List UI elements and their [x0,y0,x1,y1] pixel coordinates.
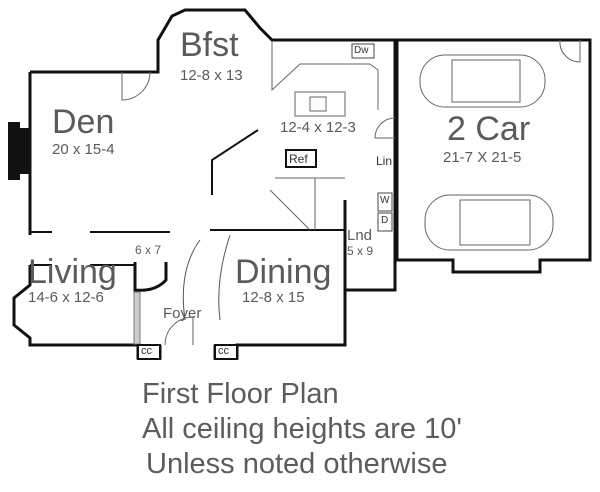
fireplace-hearth [20,128,30,174]
lin-label: Lin [376,154,393,168]
room-name-den: Den [52,103,115,141]
garage-walls [395,38,592,274]
stairs [269,177,345,231]
dw-label: Dw [354,45,369,56]
living-hatched-wall [133,291,141,345]
room-size-dining: 12-8 x 15 [242,289,305,306]
range [309,96,327,112]
car-bottom-roof [459,199,531,246]
island [294,91,346,117]
dryer-box [377,212,393,232]
room-name-living: Living [28,253,117,291]
fireplace [8,122,20,180]
front-door-swing [164,316,194,346]
dw-box [351,43,375,59]
kitchen-door-swing [374,117,396,139]
car-top-roof [451,59,521,103]
caption-title: First Floor Plan [142,378,339,410]
washer-box [377,192,393,212]
laundry-walls [345,40,397,292]
cc-left-box [137,344,161,360]
counter [271,42,379,110]
room-size-bfst: 12-8 x 13 [180,67,243,84]
closet-right-label: cc [218,345,229,357]
stair-curve-inner [218,234,231,321]
stair-wall [211,129,259,195]
room-name-foyer: Foyer [163,305,202,322]
room-size-garage: 21-7 X 21-5 [443,149,522,166]
ref-label: Ref [289,152,308,166]
dryer-label: D [381,215,389,226]
closet-left-label: cc [141,345,152,357]
stair-curve [182,239,201,321]
room-name-garage: 2 Car [447,110,531,148]
garage-door-swing [559,39,581,63]
room-size-den: 20 x 15-4 [52,141,115,158]
caption-ceiling: All ceiling heights are 10' [142,413,462,445]
car-top [419,54,546,108]
washer-label: W [380,195,390,206]
room-name-dining: Dining [235,253,332,291]
car-bottom [424,194,554,251]
room-size-living: 14-6 x 12-6 [28,289,104,306]
room-size-kitchen: 12-4 x 12-3 [280,119,356,136]
room-size-laundry: 5 x 9 [347,244,374,258]
living-walls [12,265,138,347]
den-door-swing [121,71,151,101]
cc-right-box [214,344,238,360]
den-top-wall [30,8,397,74]
powder-wall [133,262,168,292]
room-name-laundry: Lnd [347,227,373,244]
ref-box [285,149,317,168]
room-name-bfst: Bfst [180,26,239,64]
caption-note: Unless noted otherwise [146,448,448,480]
room-size-powder: 6 x 7 [135,243,162,257]
